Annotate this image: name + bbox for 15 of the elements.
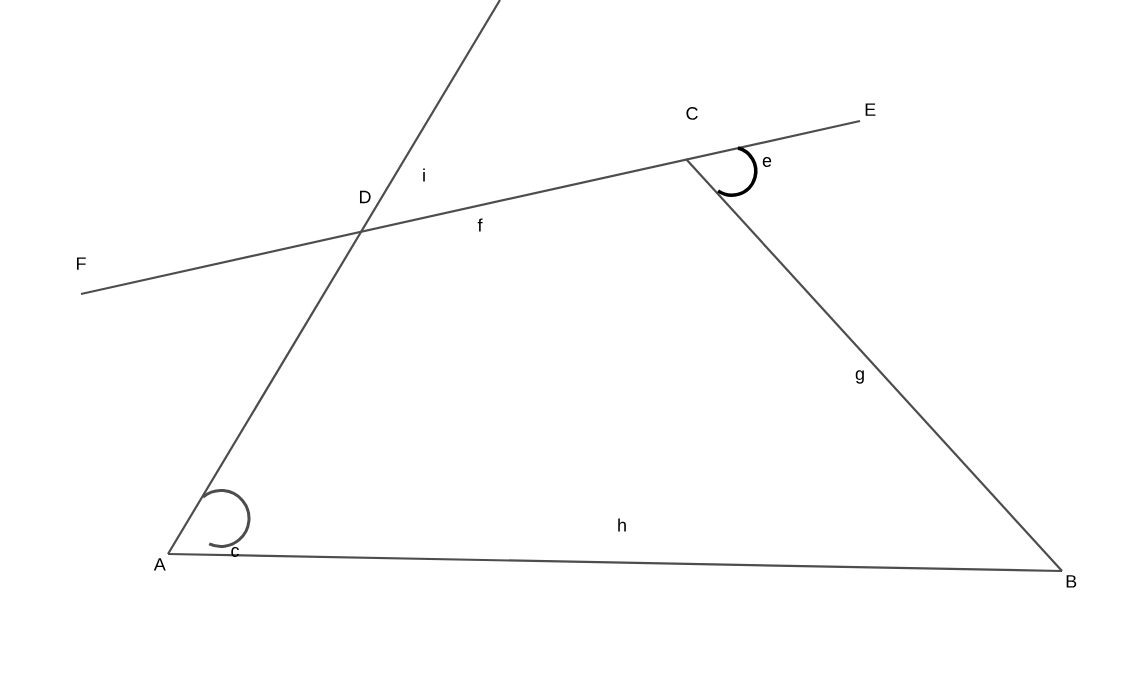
point-label: C: [686, 107, 698, 120]
line-segment: [167, 0, 501, 555]
point-label: A: [153, 558, 166, 571]
point-label: D: [360, 190, 371, 204]
point-label: B: [1066, 575, 1077, 588]
line-segment: [80, 119, 861, 296]
point-label: e: [762, 157, 772, 167]
edge-label: g: [854, 369, 866, 385]
line-segment: [685, 158, 1063, 572]
edge-label: f: [476, 217, 484, 233]
edge-label: i: [421, 167, 427, 183]
point-label: F: [77, 257, 86, 270]
line-segment: [168, 552, 1063, 573]
edge-label: h: [616, 517, 628, 533]
point-label: E: [865, 103, 876, 116]
